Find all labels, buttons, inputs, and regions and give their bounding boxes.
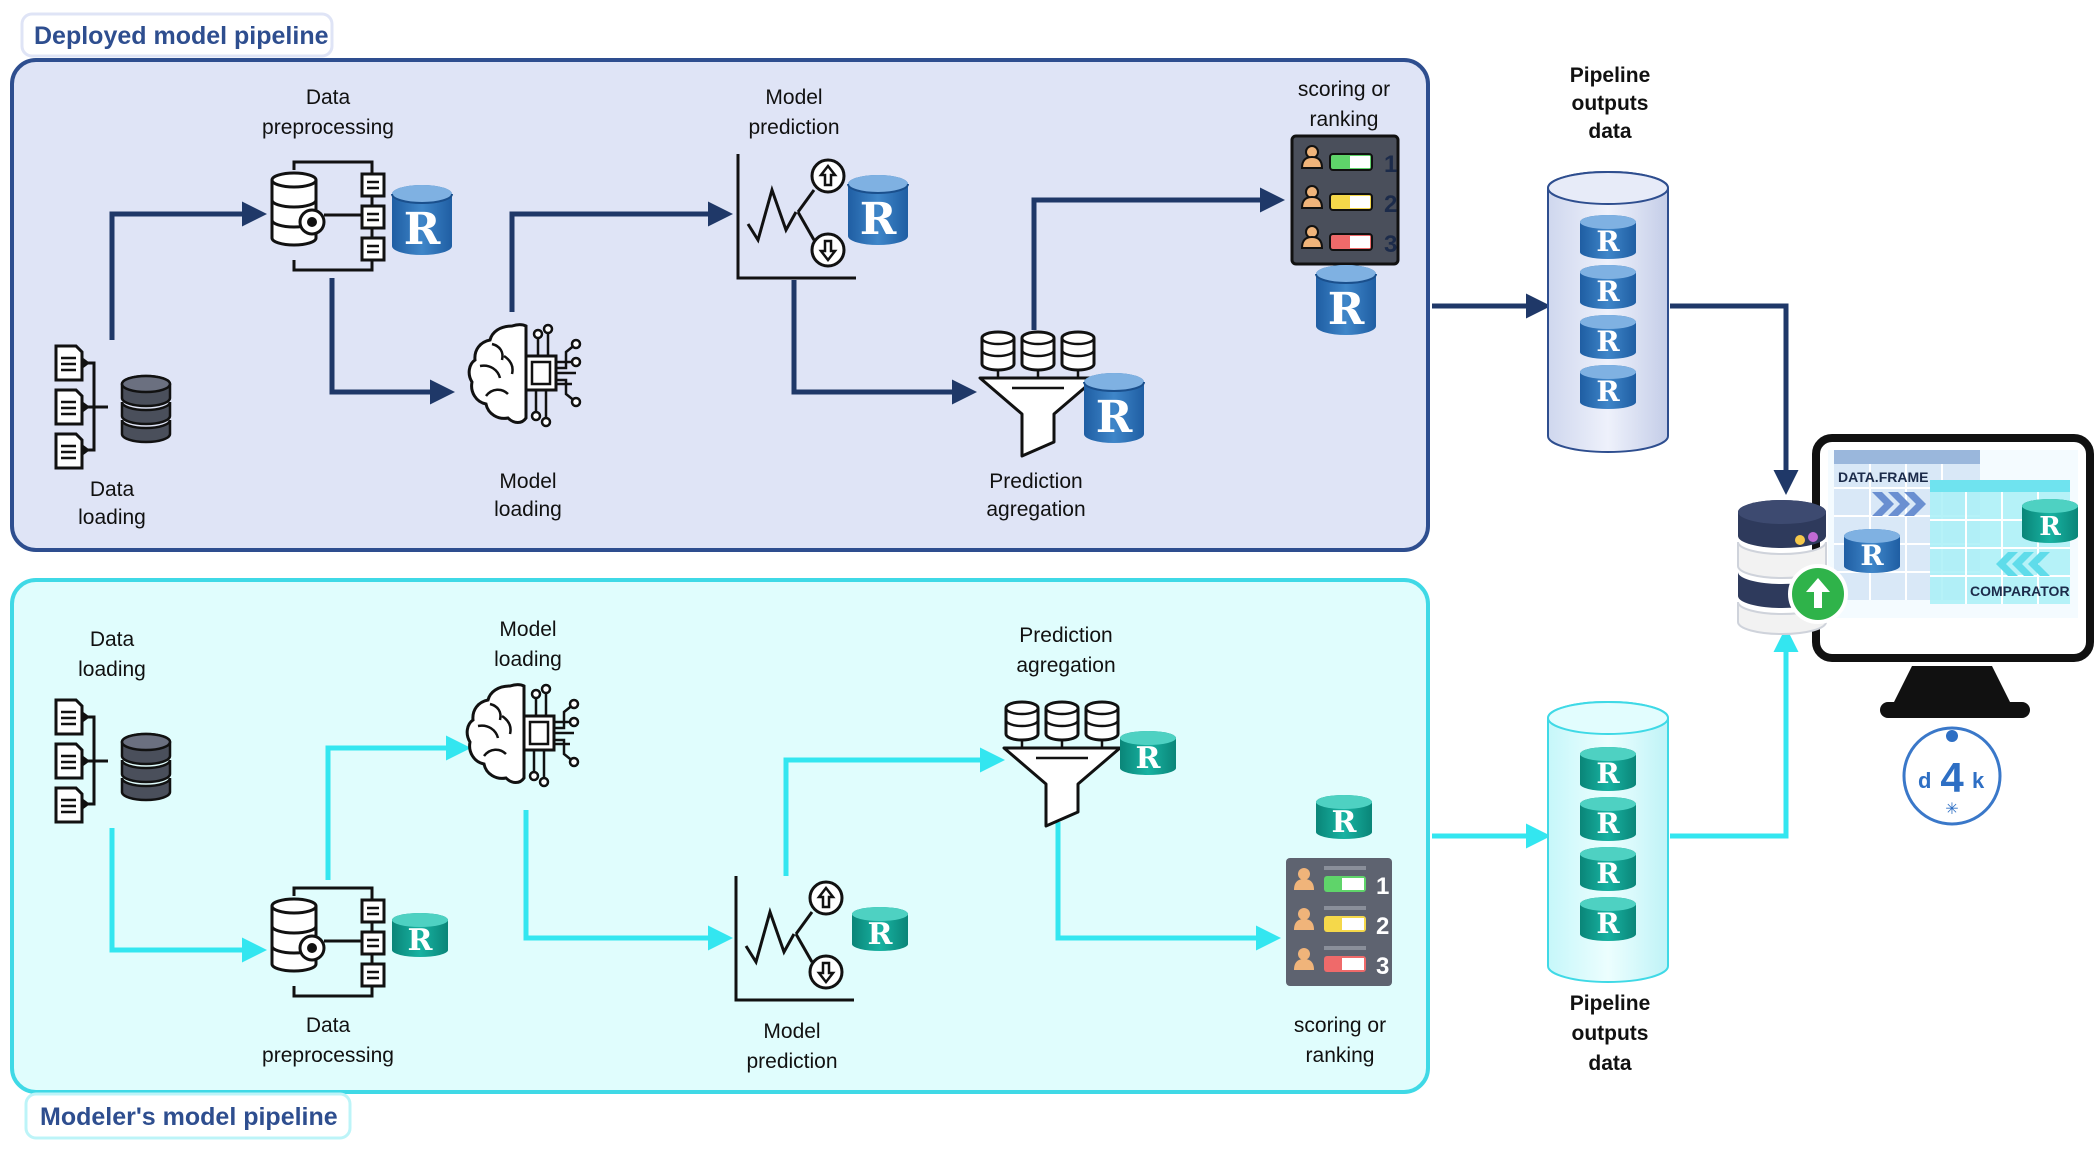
- arrow-modelload-to-prediction: [523, 810, 733, 951]
- deployed-title-box: [20, 12, 334, 58]
- svg-text:R: R: [1596, 757, 1620, 790]
- label-prediction-agregation: Prediction: [1019, 624, 1112, 647]
- deployed-pipeline-box: [10, 58, 1430, 552]
- database-icon: [120, 732, 172, 802]
- label-data-preprocessing: preprocessing: [262, 116, 394, 139]
- arrow-prediction-to-aggregation: [791, 280, 977, 405]
- label-data-preprocessing: Data: [306, 1014, 351, 1037]
- label-data-loading: Data: [90, 628, 135, 651]
- svg-text:R: R: [860, 194, 897, 245]
- label-model-loading: Model: [499, 470, 556, 493]
- arrow-preproc-to-modelload: [325, 735, 471, 880]
- rank-number: 2: [1376, 913, 1389, 940]
- deployed-pipeline-title: Deployed model pipeline: [34, 22, 329, 50]
- logo-left: d: [1918, 768, 1931, 793]
- arrow-outputs-to-monitor: [1670, 627, 1799, 839]
- cylinder-store-icon: R R R R: [1547, 171, 1669, 453]
- svg-text:R: R: [1596, 225, 1620, 258]
- arrow-modelload-to-prediction: [509, 201, 733, 312]
- label-model-loading: loading: [494, 648, 562, 671]
- arrow-aggregation-to-scoring: [1031, 187, 1285, 330]
- label-data-loading: Data: [90, 478, 135, 501]
- svg-text:R: R: [1096, 392, 1133, 443]
- d4k-logo-icon: d 4 k ✳: [1902, 726, 2002, 826]
- rank-number: 3: [1384, 231, 1397, 258]
- label-data-preprocessing: preprocessing: [262, 1044, 394, 1067]
- svg-text:R: R: [1596, 325, 1620, 358]
- svg-text:R: R: [1860, 539, 1884, 572]
- r-database-icon: R: [1120, 731, 1176, 776]
- database-icon: [120, 374, 172, 444]
- data-frame-label: DATA.FRAME: [1838, 469, 1928, 485]
- r-database-icon: R: [1315, 264, 1377, 336]
- svg-text:R: R: [1596, 807, 1620, 840]
- label-model-loading: Model: [499, 618, 556, 641]
- comparator-label: COMPARATOR: [1970, 583, 2070, 599]
- outputs-label-top: data: [1588, 120, 1632, 143]
- label-prediction-agregation: Prediction: [989, 470, 1082, 493]
- rank-number: 2: [1384, 191, 1397, 218]
- svg-text:✳: ✳: [1945, 799, 1958, 818]
- label-model-prediction: prediction: [748, 116, 839, 139]
- outputs-label-top: Pipeline: [1570, 64, 1651, 87]
- rank-number: 1: [1376, 873, 1389, 900]
- svg-text:R: R: [1596, 375, 1620, 408]
- svg-text:R: R: [1596, 857, 1620, 890]
- svg-text:R: R: [404, 204, 441, 255]
- arrow-preproc-to-modelload: [329, 278, 455, 405]
- outputs-label-bottom: Pipeline: [1570, 992, 1651, 1015]
- svg-text:R: R: [408, 923, 434, 958]
- label-model-prediction: prediction: [746, 1050, 837, 1073]
- svg-text:R: R: [1596, 907, 1620, 940]
- svg-text:R: R: [1596, 275, 1620, 308]
- label-scoring: scoring or: [1294, 1014, 1386, 1037]
- label-model-loading: loading: [494, 498, 562, 521]
- outputs-label-bottom: outputs: [1572, 1022, 1649, 1045]
- outputs-label-bottom: data: [1588, 1052, 1632, 1075]
- label-data-loading: loading: [78, 658, 146, 681]
- label-data-loading: loading: [78, 506, 146, 529]
- upload-icon: [1788, 564, 1848, 624]
- logo-center: 4: [1940, 754, 1964, 801]
- ranking-board-icon: 1 2 3: [1290, 134, 1400, 266]
- modeler-pipeline-box: [10, 578, 1430, 1094]
- modeler-pipeline-title: Modeler's model pipeline: [40, 1103, 338, 1131]
- rank-number: 1: [1384, 151, 1397, 178]
- cylinder-store-icon: R R R R: [1547, 701, 1669, 983]
- r-database-icon: R: [1083, 372, 1145, 444]
- rank-number: 3: [1376, 953, 1389, 980]
- svg-text:R: R: [868, 917, 894, 952]
- ranking-board-icon: 1 2 3: [1286, 858, 1392, 986]
- arrow-outputs-to-monitor: [1670, 303, 1799, 495]
- label-model-prediction: Model: [765, 86, 822, 109]
- label-scoring: scoring or: [1298, 78, 1390, 101]
- r-database-icon: R: [847, 174, 909, 246]
- label-scoring: ranking: [1306, 1044, 1375, 1067]
- monitor-icon: DATA.FRAME COMPARATOR R R: [1812, 434, 2094, 718]
- arrow-aggregation-to-scoring: [1055, 822, 1281, 951]
- r-database-icon: R: [392, 913, 448, 958]
- arrow-loading-to-preproc: [109, 828, 267, 963]
- label-model-prediction: Model: [763, 1020, 820, 1043]
- label-prediction-agregation: agregation: [1016, 654, 1115, 677]
- outputs-label-top: outputs: [1572, 92, 1649, 115]
- r-database-icon: R: [1316, 795, 1372, 840]
- arrow-loading-to-preproc: [109, 201, 267, 340]
- deployed-arrows: [109, 187, 1799, 495]
- r-database-icon: R: [852, 907, 908, 952]
- svg-text:R: R: [1328, 284, 1365, 335]
- svg-text:R: R: [1136, 741, 1162, 776]
- logo-right: k: [1972, 768, 1985, 793]
- modeler-arrows: [109, 627, 1799, 963]
- label-data-preprocessing: Data: [306, 86, 351, 109]
- label-prediction-agregation: agregation: [986, 498, 1085, 521]
- label-scoring: ranking: [1310, 108, 1379, 131]
- r-database-icon: R: [391, 184, 453, 256]
- modeler-title-box: [24, 1092, 352, 1140]
- svg-text:R: R: [1332, 805, 1358, 840]
- arrow-prediction-to-aggregation: [783, 747, 1005, 876]
- svg-text:R: R: [2039, 512, 2061, 542]
